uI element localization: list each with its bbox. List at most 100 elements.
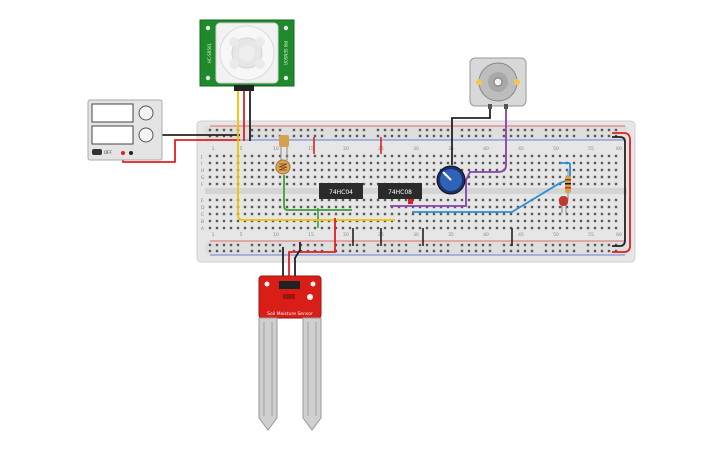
breadboard-hole: [544, 219, 548, 223]
breadboard-hole: [425, 168, 429, 172]
column-number: 40: [483, 232, 489, 238]
breadboard-hole: [530, 243, 534, 247]
breadboard-hole: [411, 175, 415, 179]
breadboard-hole: [362, 243, 366, 247]
column-number: 15: [308, 146, 314, 152]
breadboard-hole: [376, 219, 380, 223]
breadboard-hole: [376, 226, 380, 230]
breadboard-hole: [502, 175, 506, 179]
column-number: 15: [308, 232, 314, 238]
breadboard-hole: [369, 168, 373, 172]
breadboard-hole: [383, 226, 387, 230]
column-number: 10: [273, 146, 279, 152]
breadboard-hole: [530, 134, 534, 138]
breadboard-hole: [495, 205, 499, 209]
led[interactable]: [559, 196, 568, 213]
breadboard-hole: [299, 154, 303, 158]
soil-moisture-sensor[interactable]: Soil Moisture Sensor: [258, 275, 322, 431]
resistor[interactable]: [565, 170, 571, 200]
breadboard-hole: [439, 243, 443, 247]
breadboard-hole: [418, 134, 422, 138]
breadboard-hole: [334, 226, 338, 230]
breadboard-hole: [383, 154, 387, 158]
breadboard-hole: [607, 134, 611, 138]
breadboard-hole: [418, 226, 422, 230]
breadboard-hole: [404, 161, 408, 165]
breadboard-hole: [474, 205, 478, 209]
photoresistor[interactable]: [275, 135, 291, 175]
breadboard-hole: [362, 182, 366, 186]
breadboard-hole: [215, 243, 219, 247]
breadboard-hole: [390, 175, 394, 179]
breadboard-hole: [397, 154, 401, 158]
breadboard-hole: [467, 182, 471, 186]
ic-74hc08[interactable]: 74HC08: [378, 183, 422, 199]
row-letters: J I H G F E D C B A: [200, 154, 205, 232]
breadboard-hole: [390, 128, 394, 132]
breadboard-hole: [383, 128, 387, 132]
breadboard-hole: [341, 212, 345, 216]
breadboard-hole: [327, 175, 331, 179]
breadboard-hole: [446, 243, 450, 247]
breadboard-hole: [425, 205, 429, 209]
breadboard-hole: [467, 212, 471, 216]
breadboard-hole: [453, 212, 457, 216]
breadboard-hole: [600, 212, 604, 216]
breadboard-hole: [607, 128, 611, 132]
breadboard-hole: [593, 226, 597, 230]
breadboard-hole: [432, 198, 436, 202]
breadboard-hole: [523, 161, 527, 165]
breadboard-hole: [495, 212, 499, 216]
breadboard-hole: [320, 161, 324, 165]
breadboard-hole: [418, 219, 422, 223]
breadboard-hole: [600, 168, 604, 172]
breadboard-hole: [369, 182, 373, 186]
breadboard-hole: [229, 128, 233, 132]
breadboard-hole: [292, 161, 296, 165]
breadboard-hole: [355, 161, 359, 165]
breadboard-hole: [558, 212, 562, 216]
breadboard-hole: [362, 154, 366, 158]
breadboard-hole: [537, 168, 541, 172]
ic-74hc04[interactable]: 74HC04: [319, 183, 363, 199]
breadboard-hole: [341, 128, 345, 132]
breadboard-hole: [467, 154, 471, 158]
breadboard-hole: [411, 212, 415, 216]
breadboard-hole: [285, 175, 289, 179]
breadboard-hole: [467, 134, 471, 138]
breadboard-hole: [222, 128, 226, 132]
breadboard-hole: [306, 226, 310, 230]
breadboard-hole: [544, 175, 548, 179]
dc-motor[interactable]: [469, 57, 527, 109]
breadboard-hole: [250, 198, 254, 202]
breadboard-hole: [404, 175, 408, 179]
column-number: 10: [273, 232, 279, 238]
pir-sensor[interactable]: HC-SR501 PIR SENSOR: [199, 19, 295, 91]
breadboard-hole: [593, 168, 597, 172]
breadboard-hole: [495, 198, 499, 202]
breadboard-hole: [348, 249, 352, 253]
breadboard-hole: [215, 182, 219, 186]
breadboard-hole: [299, 249, 303, 253]
breadboard-hole: [250, 154, 254, 158]
breadboard-hole: [278, 219, 282, 223]
breadboard-hole: [327, 219, 331, 223]
potentiometer[interactable]: [436, 165, 466, 195]
breadboard-hole: [369, 198, 373, 202]
breadboard-hole: [341, 249, 345, 253]
breadboard-hole: [509, 205, 513, 209]
breadboard-hole: [390, 154, 394, 158]
breadboard-hole: [614, 198, 618, 202]
breadboard-hole: [306, 161, 310, 165]
breadboard-hole: [516, 175, 520, 179]
breadboard-hole: [278, 154, 282, 158]
breadboard-hole: [369, 212, 373, 216]
breadboard-hole: [355, 175, 359, 179]
column-number: 20: [343, 232, 349, 238]
breadboard-hole: [467, 128, 471, 132]
breadboard-hole: [229, 243, 233, 247]
power-supply[interactable]: OFF: [87, 99, 163, 161]
power-button[interactable]: [92, 149, 102, 155]
breadboard-hole: [369, 154, 373, 158]
breadboard-hole: [460, 219, 464, 223]
